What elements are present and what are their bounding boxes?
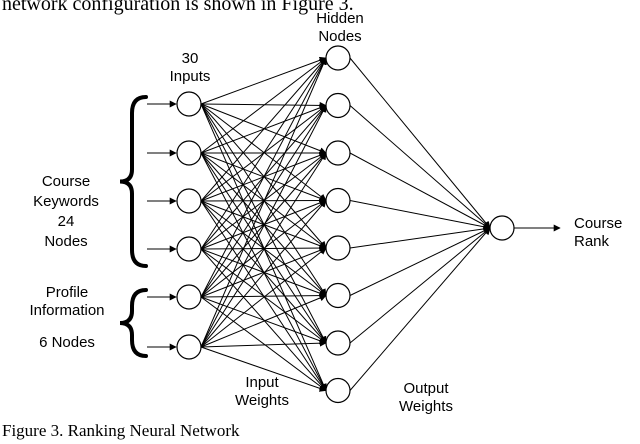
input-hidden-connection <box>200 103 327 249</box>
input-node <box>176 188 202 214</box>
input-hidden-connection <box>200 294 327 348</box>
hidden-output-connection <box>349 225 491 249</box>
profile-information-label: Profile Information 6 Nodes <box>14 284 120 352</box>
hidden-node <box>325 140 351 166</box>
input-hidden-connection <box>200 57 327 154</box>
input-node <box>176 91 202 117</box>
input-hidden-connection <box>200 292 327 300</box>
input-hidden-connection <box>200 57 327 298</box>
input-node <box>176 236 202 262</box>
hidden-output-connection <box>349 200 491 231</box>
input-hidden-connection <box>200 103 327 297</box>
input-hidden-connection <box>200 152 327 348</box>
course-keywords-line2: Keywords <box>33 193 99 210</box>
figure-caption: Figure 3. Ranking Neural Network <box>2 421 240 440</box>
output-node <box>489 215 515 241</box>
hidden-node <box>325 92 351 119</box>
output-weights-label: Output Weights <box>386 380 466 416</box>
inputs-label: 30 Inputs <box>160 50 220 86</box>
input-hidden-connection <box>200 56 327 105</box>
profile-information-line3: 6 Nodes <box>39 334 95 351</box>
hidden-node <box>325 235 351 261</box>
intro-text: network configuration is shown in Figure… <box>2 0 354 15</box>
input-hidden-connection <box>200 200 327 298</box>
hidden-output-connection <box>349 227 491 391</box>
input-hidden-connection <box>200 199 327 348</box>
profile-information-brace <box>119 288 148 358</box>
inputs-count: 30 <box>181 50 199 67</box>
course-rank-line2: Rank <box>574 233 610 250</box>
course-rank-label: Course Rank <box>574 215 622 251</box>
hidden-output-connection <box>349 57 491 229</box>
input-hidden-connection <box>200 296 327 345</box>
hidden-output-connection <box>349 105 491 229</box>
input-hidden-connection <box>200 57 327 250</box>
connections-layer <box>147 56 561 392</box>
course-keywords-label: Course Keywords 24 Nodes <box>16 172 116 252</box>
input-hidden-connection <box>200 247 327 298</box>
hidden-nodes-label-line1: Hidden <box>316 10 364 27</box>
hidden-nodes-label-line2: Nodes <box>318 28 362 45</box>
course-keywords-line3: 24 <box>57 213 75 230</box>
input-hidden-connection <box>200 339 327 348</box>
hidden-output-connection <box>349 227 491 296</box>
input-node <box>176 284 202 310</box>
braces-layer <box>119 95 148 358</box>
hidden-node <box>325 282 351 309</box>
input-hidden-connection <box>200 103 327 201</box>
input-hidden-connection <box>200 247 327 348</box>
course-keywords-brace <box>119 95 148 268</box>
course-keywords-line4: Nodes <box>44 233 88 250</box>
input-weights-label: Input Weights <box>222 374 302 410</box>
input-weights-line1: Input <box>245 374 279 391</box>
input-hidden-connection <box>200 57 327 202</box>
input-hidden-connection <box>200 57 327 348</box>
hidden-output-connection <box>349 227 491 344</box>
nodes-layer <box>176 45 515 404</box>
profile-information-line2: Information <box>29 302 105 319</box>
hidden-output-connection <box>349 152 491 229</box>
hidden-node <box>325 330 351 356</box>
course-keywords-line1: Course <box>41 173 91 190</box>
input-hidden-connection <box>200 152 327 298</box>
hidden-nodes-label: Hidden Nodes <box>305 10 375 46</box>
output-weights-line1: Output <box>403 380 449 397</box>
hidden-node <box>325 45 351 71</box>
input-weights-line2: Weights <box>235 392 289 409</box>
hidden-node <box>325 377 351 404</box>
input-hidden-connection <box>200 296 327 391</box>
input-node <box>176 140 202 166</box>
input-node <box>176 334 202 360</box>
hidden-node <box>325 187 351 214</box>
input-hidden-connection <box>200 104 327 348</box>
input-hidden-connection <box>200 346 327 392</box>
profile-information-line1: Profile <box>45 284 89 301</box>
course-rank-line1: Course <box>574 215 623 232</box>
inputs-label-text: Inputs <box>169 68 211 85</box>
output-weights-line2: Weights <box>399 398 453 415</box>
